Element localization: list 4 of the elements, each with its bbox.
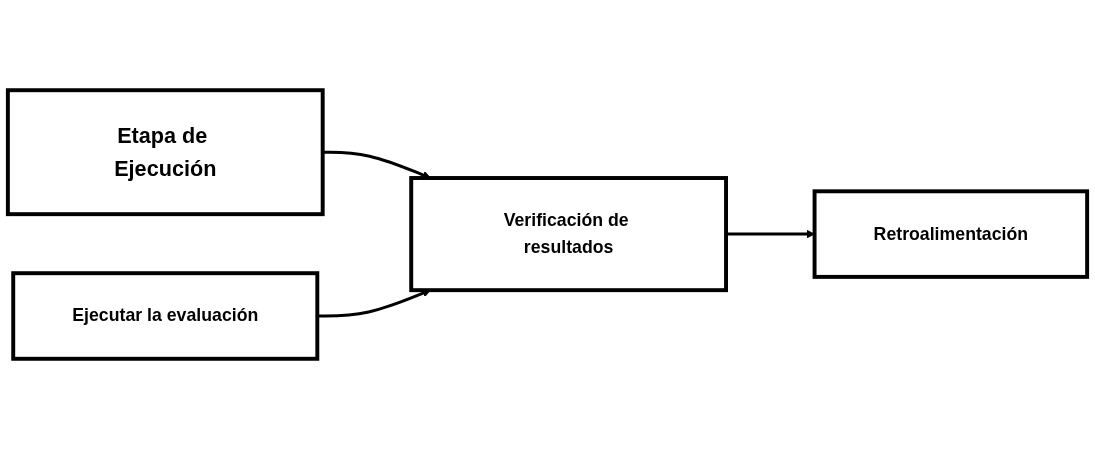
node-box: Verificación de resultados: [409, 176, 728, 293]
node-box: Ejecutar la evaluación: [11, 271, 320, 361]
node-box: Retroalimentación: [812, 189, 1090, 279]
node-box: Etapa de Ejecución: [5, 88, 325, 217]
